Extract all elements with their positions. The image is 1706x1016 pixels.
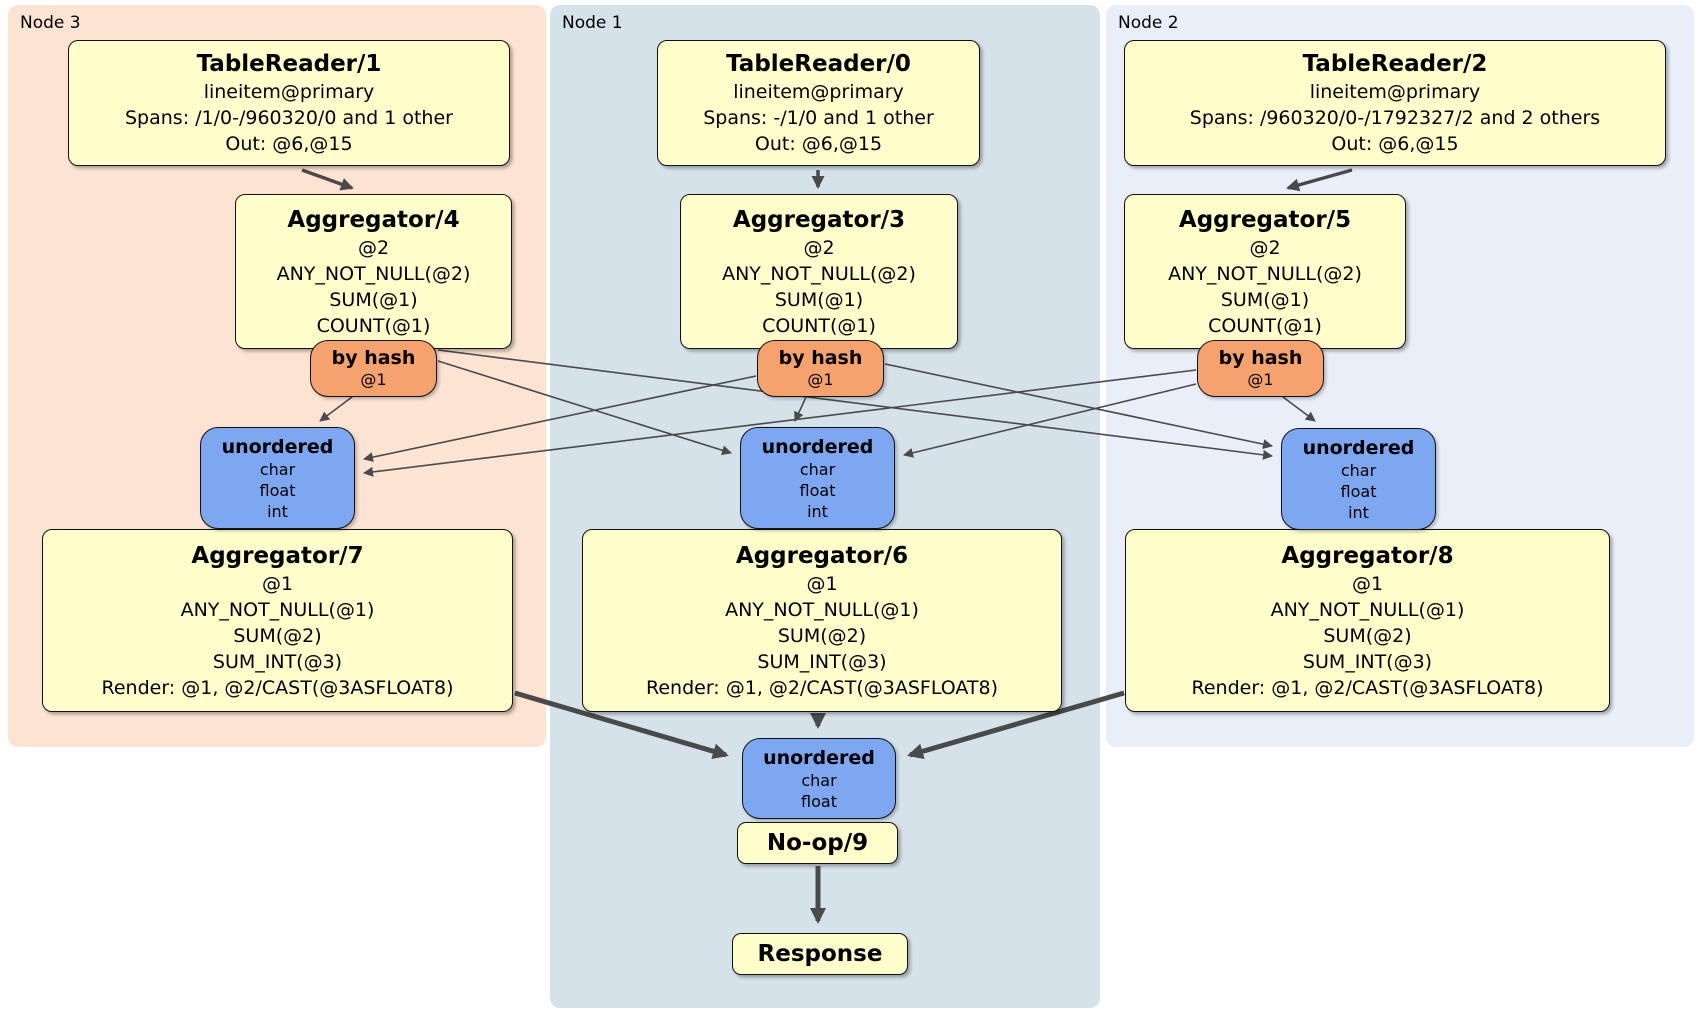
hash-router-node1: by hash @1 [757,340,884,397]
sync-label: unordered [761,435,874,458]
processor-title: Aggregator/4 [287,206,460,233]
processor-title: TableReader/0 [726,51,911,77]
response-box: Response [732,933,908,975]
aggregator-fn: SUM_INT(@3) [1302,650,1433,673]
processor-aggregator-5: Aggregator/5 @2 ANY_NOT_NULL(@2) SUM(@1)… [1124,194,1406,349]
aggregator-group: @1 [806,572,838,595]
aggregator-fn: SUM_INT(@3) [757,650,887,673]
sync-label: unordered [1302,436,1415,459]
sync-col: char [1340,460,1377,480]
processor-out: Out: @6,@15 [754,133,883,155]
sync-col: int [807,501,828,521]
hash-router-node2: by hash @1 [1197,340,1324,397]
processor-tablereader-2: TableReader/2 lineitem@primary Spans: /9… [1124,40,1666,166]
response-label: Response [757,941,883,967]
aggregator-group: @1 [261,572,294,595]
aggregator-fn: ANY_NOT_NULL(@1) [1270,598,1465,621]
aggregator-fn: SUM_INT(@3) [212,650,343,673]
unordered-sync-node1: unordered char float int [740,427,895,529]
aggregator-fn: ANY_NOT_NULL(@1) [725,598,919,621]
sync-label: unordered [221,435,334,458]
processor-tablereader-1: TableReader/1 lineitem@primary Spans: /1… [68,40,510,166]
aggregator-render: Render: @1, @2/CAST(@3ASFLOAT8) [101,676,454,699]
aggregator-fn: ANY_NOT_NULL(@2) [276,262,471,285]
processor-aggregator-4: Aggregator/4 @2 ANY_NOT_NULL(@2) SUM(@1)… [235,194,512,349]
processor-out: Out: @6,@15 [225,133,353,155]
processor-table: lineitem@primary [1309,81,1481,103]
unordered-sync-node2: unordered char float int [1281,428,1436,530]
processor-title: Aggregator/7 [191,542,364,569]
hash-router-node3: by hash @1 [310,340,437,397]
aggregator-fn: SUM(@1) [329,288,418,311]
aggregator-fn: ANY_NOT_NULL(@2) [722,262,916,285]
processor-title: Aggregator/3 [732,206,906,233]
processor-tablereader-0: TableReader/0 lineitem@primary Spans: -/… [657,40,980,166]
router-key: @1 [807,370,834,389]
sync-col: float [259,480,296,500]
processor-noop-9: No-op/9 [737,822,898,864]
processor-table: lineitem@primary [203,81,375,103]
processor-title: Aggregator/6 [735,542,909,569]
router-key: @1 [360,370,387,389]
processor-spans: Spans: /1/0-/960320/0 and 1 other [125,107,453,129]
aggregator-fn: SUM(@1) [774,288,864,311]
aggregator-group: @2 [803,236,835,259]
aggregator-fn: COUNT(@1) [1208,314,1322,337]
node-3-label: Node 3 [20,13,81,33]
sync-col: char [799,459,836,479]
processor-title: No-op/9 [766,830,869,856]
sync-col: float [799,480,836,500]
processor-title: TableReader/1 [196,51,382,77]
aggregator-fn: COUNT(@1) [316,314,431,337]
processor-title: TableReader/2 [1302,51,1488,77]
sync-label: unordered [763,746,875,769]
processor-spans: Spans: /960320/0-/1792327/2 and 2 others [1189,107,1601,129]
processor-aggregator-3: Aggregator/3 @2 ANY_NOT_NULL(@2) SUM(@1)… [680,194,958,349]
sync-col: char [259,459,296,479]
processor-table: lineitem@primary [733,81,904,103]
aggregator-group: @1 [1351,572,1384,595]
router-label: by hash [331,347,416,369]
router-key: @1 [1247,370,1274,389]
aggregator-fn: SUM(@2) [777,624,867,647]
aggregator-group: @2 [1249,236,1281,259]
sync-col: char [801,770,837,790]
processor-aggregator-8: Aggregator/8 @1 ANY_NOT_NULL(@1) SUM(@2)… [1125,529,1610,712]
sync-col: int [267,501,288,521]
aggregator-fn: SUM(@1) [1220,288,1310,311]
processor-spans: Spans: -/1/0 and 1 other [703,107,934,129]
sync-col: float [1340,481,1377,501]
sync-col: float [801,791,837,811]
aggregator-fn: COUNT(@1) [762,314,876,337]
aggregator-fn: SUM(@2) [1323,624,1412,647]
processor-out: Out: @6,@15 [1331,133,1459,155]
unordered-sync-node3: unordered char float int [200,427,355,529]
node-1-label: Node 1 [562,13,623,33]
aggregator-group: @2 [357,236,390,259]
aggregator-fn: SUM(@2) [233,624,322,647]
processor-aggregator-7: Aggregator/7 @1 ANY_NOT_NULL(@1) SUM(@2)… [42,529,513,712]
sync-col: int [1348,502,1369,522]
aggregator-fn: ANY_NOT_NULL(@1) [180,598,375,621]
unordered-sync-final: unordered char float [742,738,896,819]
processor-aggregator-6: Aggregator/6 @1 ANY_NOT_NULL(@1) SUM(@2)… [582,529,1062,712]
aggregator-render: Render: @1, @2/CAST(@3ASFLOAT8) [646,676,998,699]
node-2-label: Node 2 [1118,13,1179,33]
processor-title: Aggregator/8 [1281,542,1454,569]
processor-title: Aggregator/5 [1178,206,1352,233]
router-label: by hash [1218,347,1303,369]
router-label: by hash [778,347,863,369]
aggregator-fn: ANY_NOT_NULL(@2) [1168,262,1362,285]
aggregator-render: Render: @1, @2/CAST(@3ASFLOAT8) [1191,676,1544,699]
